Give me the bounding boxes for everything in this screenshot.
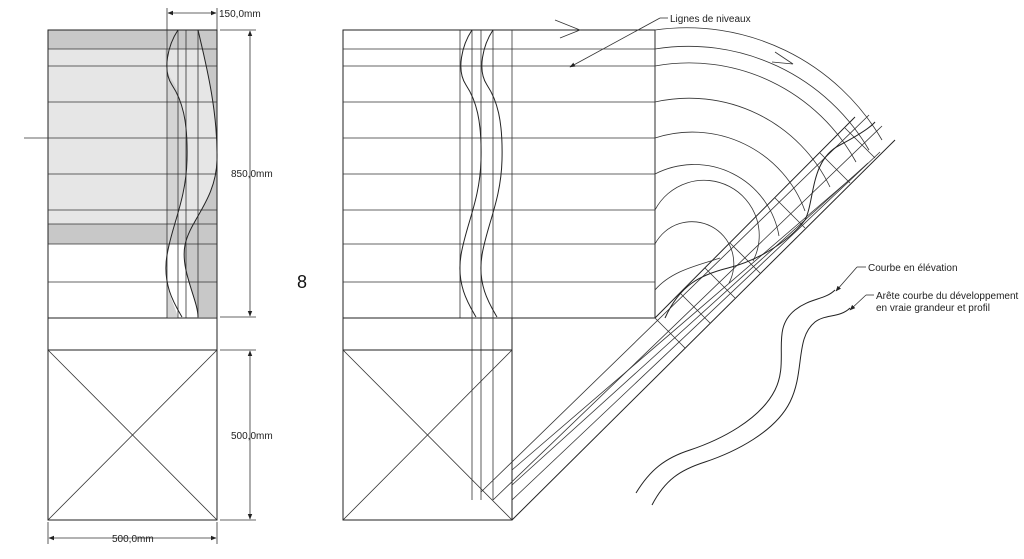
curve-elevation	[635, 289, 836, 494]
dim-top-width: 150,0mm	[219, 9, 261, 20]
dimension-lines: 150,0mm 850,0mm 500,0mm 500,0mm	[47, 8, 273, 545]
left-base-square	[47, 349, 218, 521]
dark-band-top	[48, 30, 217, 49]
label-level-lines: Lignes de niveaux	[670, 14, 751, 25]
dim-height-lower: 500,0mm	[231, 431, 273, 442]
left-elevation-view	[24, 29, 218, 521]
right-development-view	[342, 19, 896, 521]
dim-bottom-width: 500,0mm	[112, 534, 154, 545]
label-edge-line1: Arête courbe du développement	[876, 291, 1019, 302]
figure-number: 8	[297, 272, 307, 292]
annotations: Lignes de niveaux Courbe en élévation Ar…	[569, 14, 1019, 314]
dark-band-bottom	[48, 224, 217, 244]
curve-development-edge	[651, 307, 851, 506]
label-curve-elevation: Courbe en élévation	[868, 263, 958, 274]
left-base-box	[47, 317, 218, 351]
profile-shading	[184, 30, 218, 317]
light-panel	[48, 49, 217, 224]
label-edge-line2: en vraie grandeur et profil	[876, 303, 990, 314]
elevation-curves	[635, 289, 851, 506]
dim-height-upper: 850,0mm	[231, 169, 273, 180]
